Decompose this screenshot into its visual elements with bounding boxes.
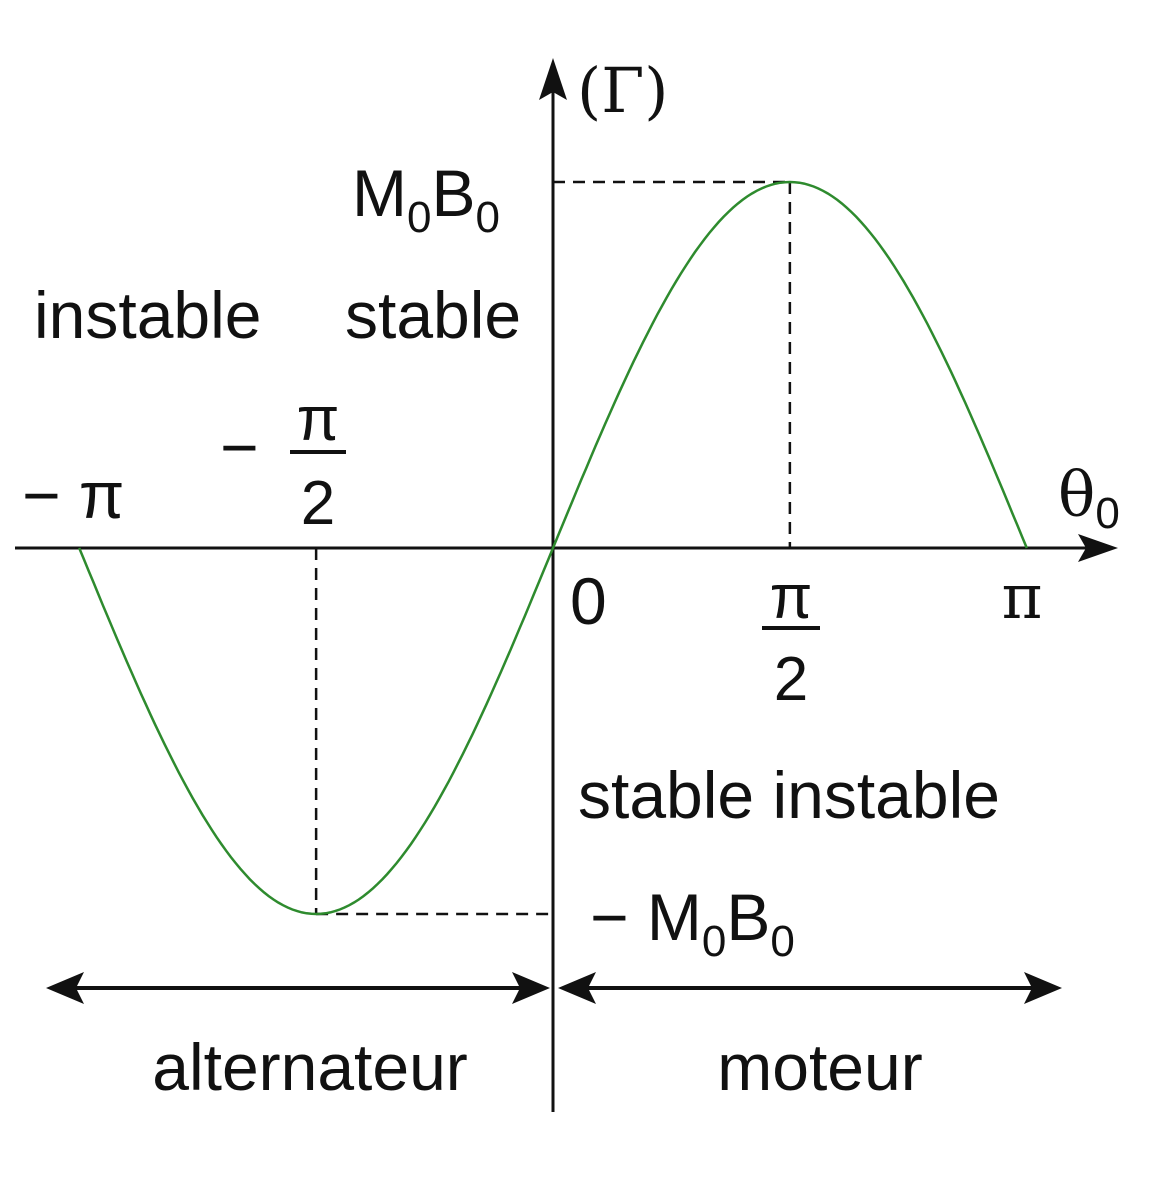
xtick-neg-half-num: π — [297, 385, 340, 454]
y-axis-arrowhead — [539, 58, 567, 100]
moteur-arrowhead-right — [1024, 972, 1062, 1004]
region-alternateur-label: alternateur — [152, 1030, 468, 1104]
x-axis-label: θ0 — [1058, 458, 1120, 538]
xtick-neg-pi: − π — [22, 458, 124, 532]
xtick-half-num: π — [770, 563, 813, 632]
dashed-guides — [314, 180, 792, 916]
annotation-instable-left: instable — [34, 278, 262, 352]
alternateur-arrowhead-right — [512, 972, 550, 1004]
ytick-min-label: − M0B0 — [590, 880, 795, 966]
xtick-neg-half-sign: − — [220, 410, 259, 484]
moteur-arrowhead-left — [558, 972, 596, 1004]
xtick-neg-half-den: 2 — [301, 469, 335, 538]
annotation-stable-right: stable — [345, 278, 521, 352]
ytick-max-label: M0B0 — [352, 156, 500, 242]
xtick-zero: 0 — [570, 564, 607, 638]
alternateur-arrowhead-left — [46, 972, 84, 1004]
xtick-half-den: 2 — [774, 645, 808, 714]
annotation-stable-instable: stable instable — [578, 758, 1000, 832]
x-axis-arrowhead — [1078, 534, 1118, 562]
xtick-pi: π — [1002, 560, 1043, 633]
y-axis-label: (Γ) — [577, 54, 668, 127]
torque-curve — [78, 180, 1028, 916]
region-moteur-label: moteur — [717, 1030, 922, 1104]
